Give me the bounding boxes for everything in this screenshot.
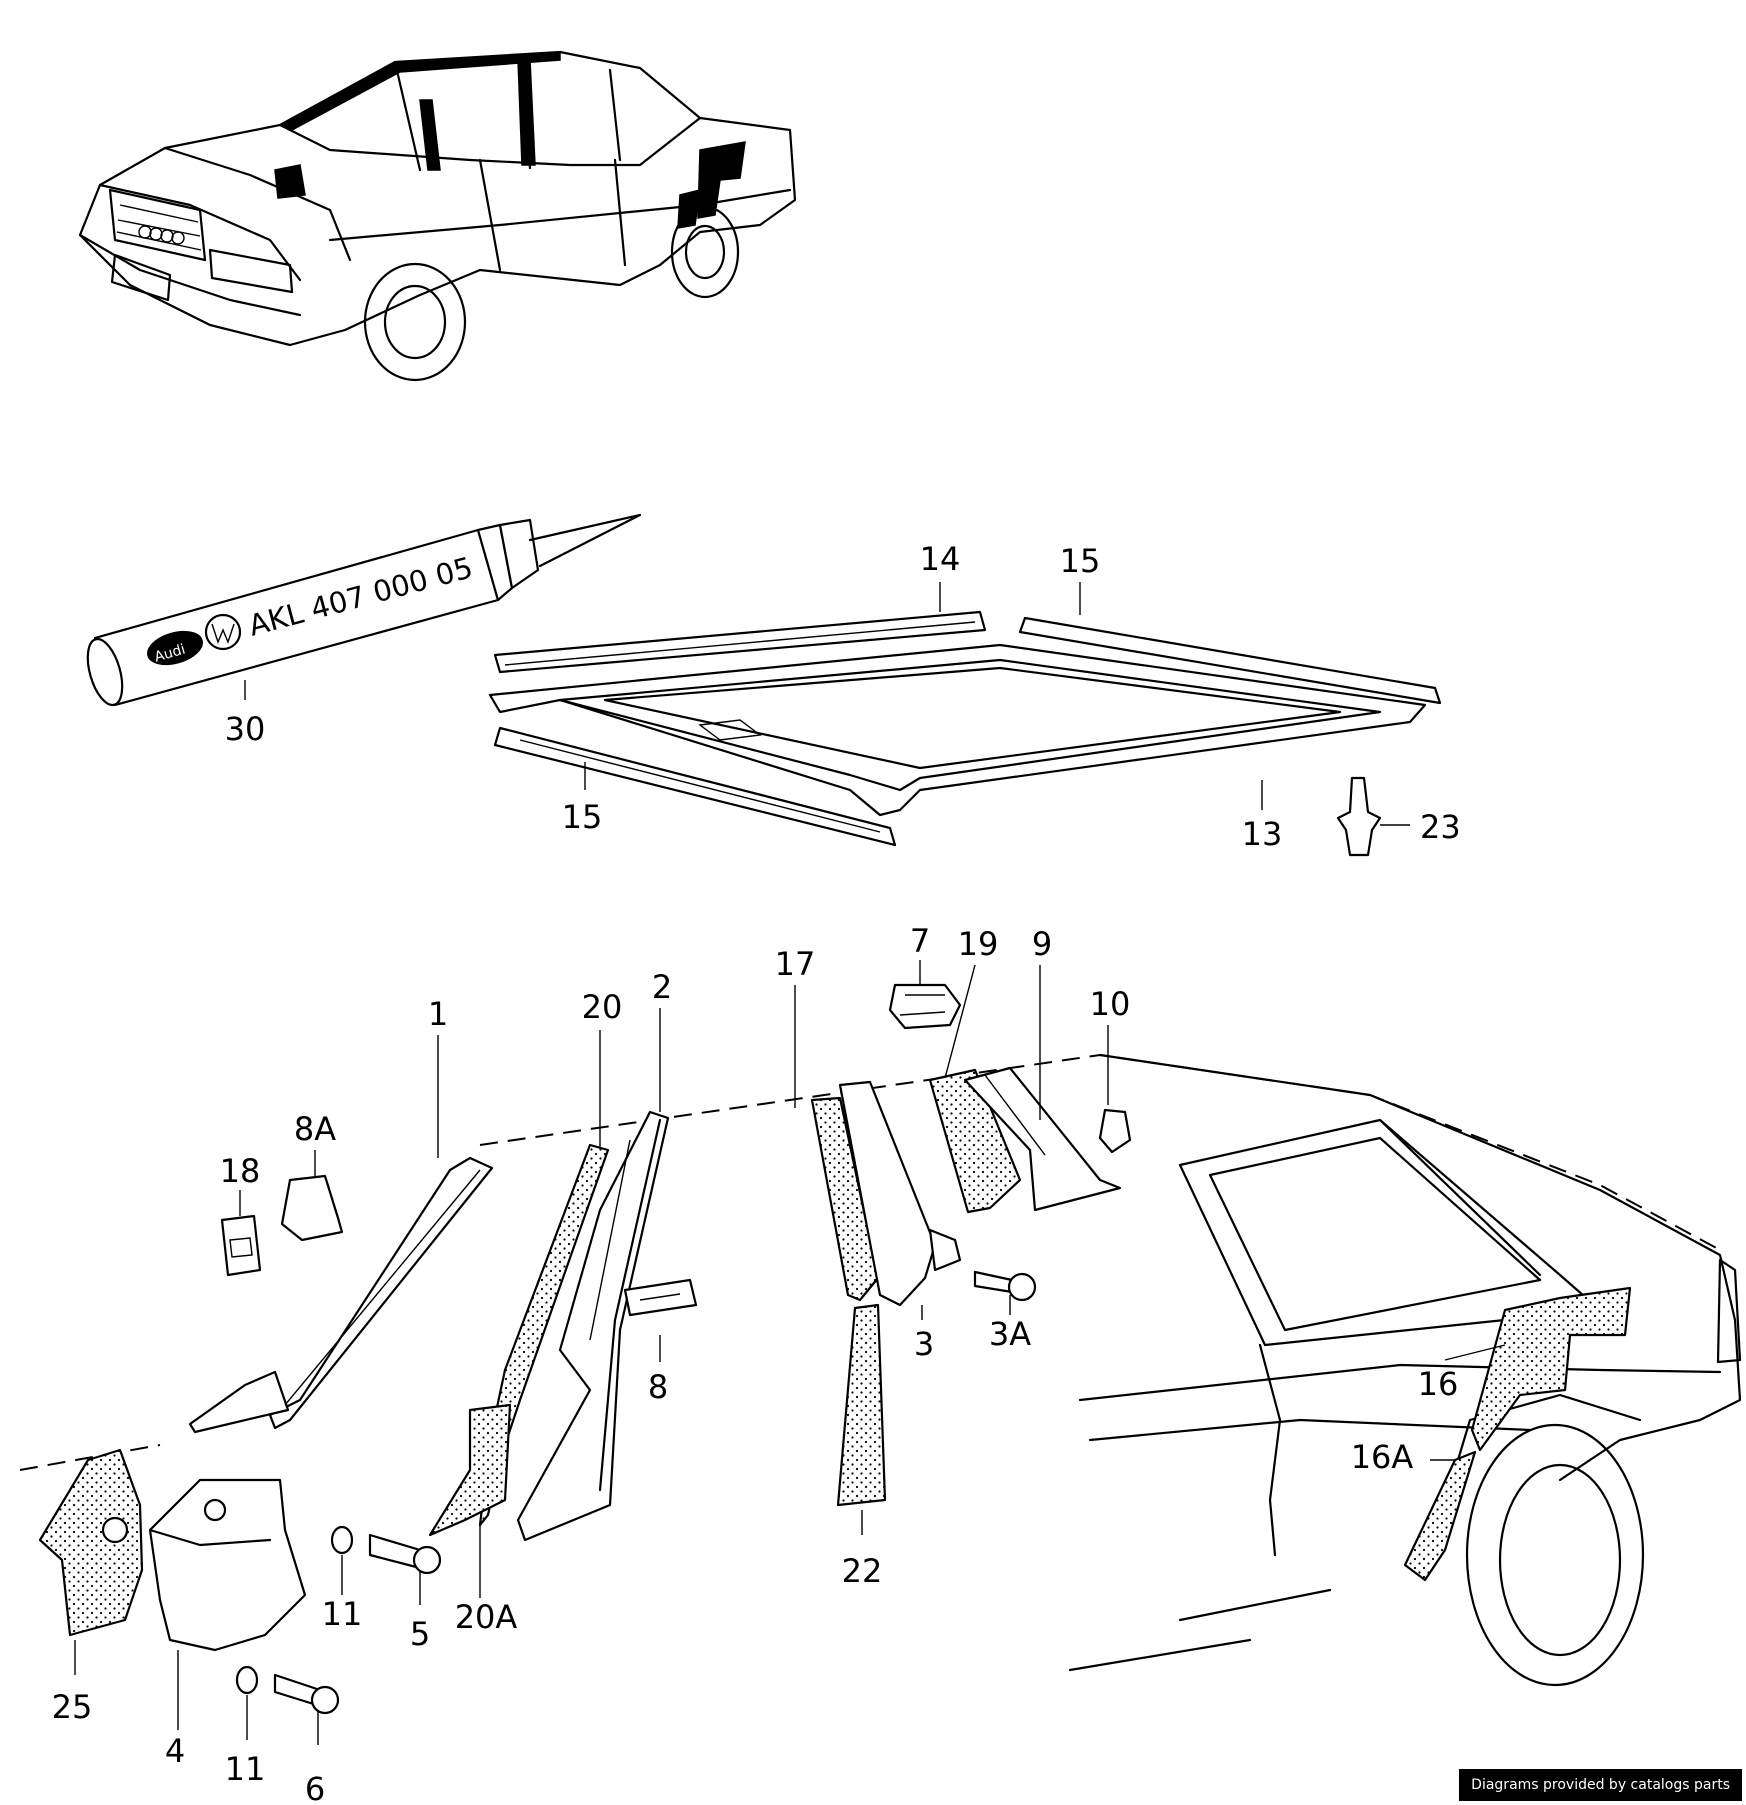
callout-16: 16: [1418, 1365, 1459, 1403]
callout-11-upper: 11: [322, 1595, 363, 1633]
callout-14: 14: [920, 540, 961, 578]
callout-30: 30: [225, 710, 266, 748]
pillar-trim-parts: [38, 983, 1632, 1715]
callout-25: 25: [52, 1688, 93, 1726]
callout-2: 2: [652, 968, 672, 1006]
leader-lines: [74, 582, 1506, 1745]
washer-11b: [235, 1665, 259, 1695]
callout-labels: 30 14 15 15 13 23 1 20 2 17 7 19 9 10 8A…: [52, 540, 1461, 1805]
callout-7: 7: [910, 922, 930, 960]
callout-22: 22: [842, 1552, 883, 1590]
callout-15-left: 15: [562, 798, 603, 836]
callout-16A: 16A: [1351, 1438, 1414, 1476]
callout-3A: 3A: [989, 1315, 1031, 1353]
callout-11-lower: 11: [225, 1750, 266, 1788]
callout-6: 6: [305, 1770, 325, 1805]
callout-8A: 8A: [294, 1110, 336, 1148]
diagram-credit-badge: Diagrams provided by catalogs parts: [1459, 1769, 1742, 1801]
callout-23: 23: [1420, 808, 1461, 846]
callout-17: 17: [775, 945, 816, 983]
callout-20A: 20A: [455, 1598, 518, 1636]
callout-19: 19: [958, 925, 999, 963]
callout-15-right: 15: [1060, 542, 1101, 580]
callout-20: 20: [582, 988, 623, 1026]
callout-18: 18: [220, 1152, 261, 1190]
callout-13: 13: [1242, 815, 1283, 853]
callout-4: 4: [165, 1732, 185, 1770]
callout-8: 8: [648, 1368, 668, 1406]
rear-car-outline: [19, 1053, 1742, 1687]
car-overview-illustration: [78, 50, 797, 382]
sunroof-frame-assembly: [488, 610, 1442, 857]
callout-5: 5: [410, 1615, 430, 1653]
callout-3: 3: [914, 1325, 934, 1363]
washer-11a: [330, 1525, 354, 1555]
callout-1: 1: [428, 995, 448, 1033]
callout-10: 10: [1090, 985, 1131, 1023]
callout-9: 9: [1032, 925, 1052, 963]
sealant-tube: Audi AKL 407 000 05: [86, 513, 642, 707]
